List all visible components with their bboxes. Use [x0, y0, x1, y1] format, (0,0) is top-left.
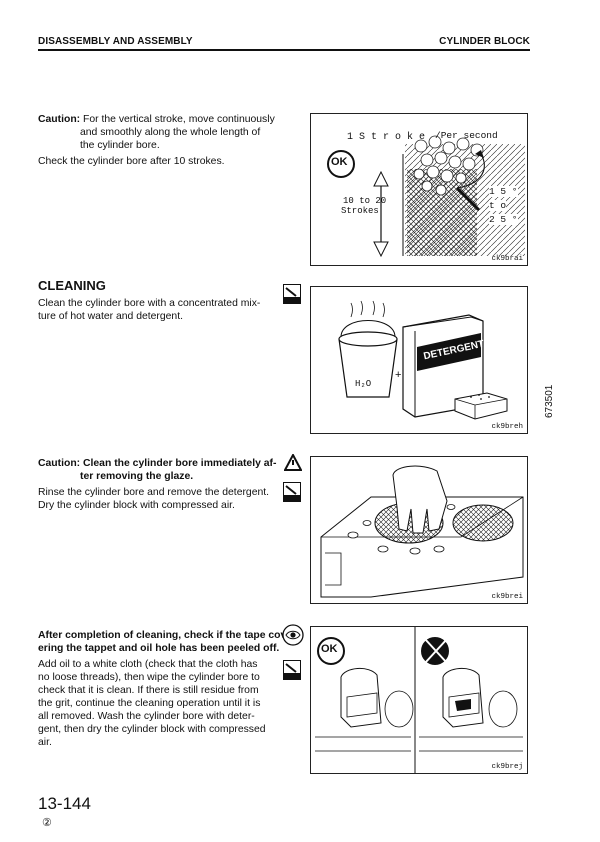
check-tape-line-2: ering the tappet and oil hole has been p…	[38, 643, 280, 654]
wipe-line-2: no loose threads), then wipe the cylinde…	[38, 672, 260, 683]
caution-1-line-2: and smoothly along the whole length of	[80, 127, 261, 138]
wash-icon-3	[283, 660, 301, 680]
wipe-line-7: air.	[38, 737, 52, 748]
page-number: 13-144	[38, 794, 91, 813]
rinse-line-2: Dry the cylinder block with compressed a…	[38, 500, 235, 511]
header-left: DISASSEMBLY AND ASSEMBLY	[38, 36, 193, 47]
rinse-line-1: Rinse the cylinder bore and remove the d…	[38, 487, 270, 498]
check-tape-line-1: After completion of cleaning, check if t…	[38, 630, 290, 641]
warning-triangle-icon	[284, 454, 302, 471]
header-rule	[38, 49, 530, 51]
cleaning-line-2: ture of hot water and detergent.	[38, 311, 183, 322]
hand-cylinder-illustration	[320, 465, 524, 598]
per-second-label: /Per second	[435, 130, 498, 141]
figure-id-4: ck9brej	[491, 763, 523, 771]
range-label: 10 to 20	[343, 196, 387, 206]
wipe-line-3: check that it is clean. If there is stil…	[38, 685, 259, 696]
water-label: H₂O	[355, 379, 372, 389]
revision-mark: ②	[42, 817, 52, 829]
caution-1-line-3: the cylinder bore.	[80, 140, 160, 151]
detergent-figure: H₂O + DETERGENT ck9breh	[310, 286, 528, 434]
figure-id-2: ck9breh	[491, 423, 523, 431]
ok-mark-2: OK	[321, 643, 338, 655]
wash-icon-2	[283, 482, 301, 502]
ok-mark: OK	[331, 156, 348, 168]
plus-label: +	[395, 369, 402, 381]
side-code: 673501	[544, 384, 555, 418]
caution-2-line-1: Caution: Clean the cylinder bore immedia…	[38, 458, 277, 469]
figure-id-3: ck9brei	[491, 593, 523, 601]
wipe-line-4: the grit, continue the cleaning operatio…	[38, 698, 261, 709]
cleaning-line-1: Clean the cylinder bore with a concentra…	[38, 298, 261, 309]
strokes-label: Strokes	[341, 206, 379, 216]
rinse-figure: ck9brei	[310, 456, 528, 604]
check-bore-text: Check the cylinder bore after 10 strokes…	[38, 156, 225, 167]
wipe-line-5: all removed. Wash the cylinder bore with…	[38, 711, 255, 722]
angle-label-2: t o	[489, 200, 507, 211]
caution-1: Caution: For the vertical stroke, move c…	[38, 113, 275, 126]
caution-label: Caution:	[38, 114, 81, 125]
wipe-line-1: Add oil to a white cloth (check that the…	[38, 659, 258, 670]
bucket-detergent-illustration	[338, 300, 508, 420]
header-right: CYLINDER BLOCK	[439, 36, 530, 47]
figure-id-1: ck9brai	[491, 255, 523, 263]
inspect-eye-icon	[282, 624, 304, 646]
angle-label-3: 2 5 °	[489, 214, 518, 225]
caution-1-line-1: For the vertical stroke, move continuous…	[83, 114, 275, 125]
cleaning-heading: CLEANING	[38, 278, 106, 293]
angle-label-1: 1 5 °	[489, 186, 518, 197]
wipe-line-6: gent, then dry the cylinder block with c…	[38, 724, 266, 735]
stroke-label: 1 S t r o k e	[347, 132, 426, 143]
caution-2-line-2: ter removing the glaze.	[80, 471, 194, 482]
cloth-check-figure: OK ck9brej	[310, 626, 528, 774]
honing-stroke-figure: OK 1 S t r o k e /Per second 10 to 20 St…	[310, 113, 528, 266]
cloth-comparison-illustration	[315, 627, 523, 773]
wash-icon	[283, 284, 301, 304]
